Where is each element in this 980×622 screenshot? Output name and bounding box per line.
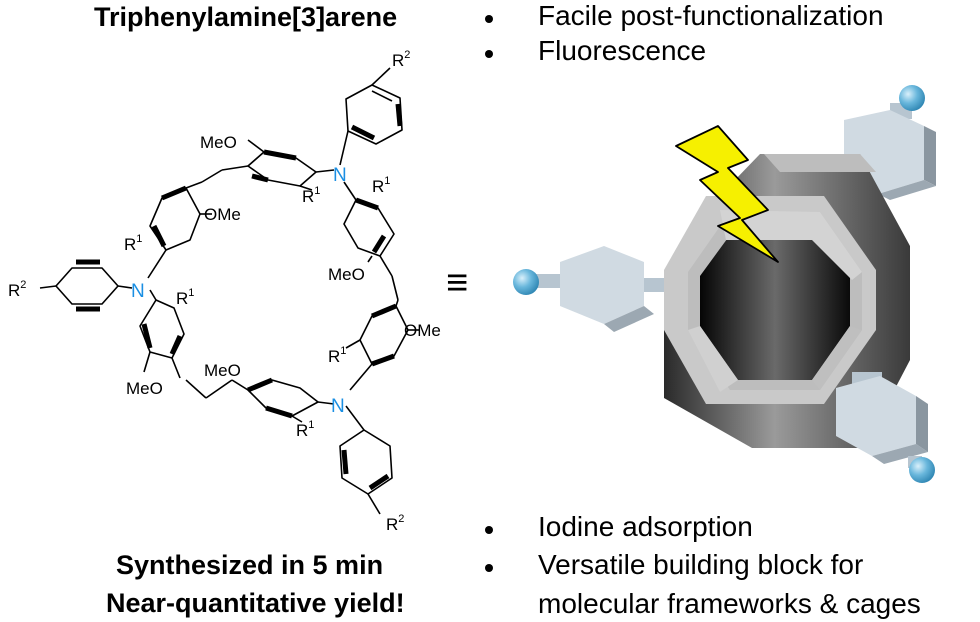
- bullet-dot: [485, 50, 493, 58]
- arene-ring-top: [201, 139, 335, 191]
- r1-labels: R1 R1 R1 R1 R1 R1: [124, 175, 390, 440]
- svg-text:R1: R1: [328, 345, 346, 366]
- svg-text:R2: R2: [392, 49, 410, 70]
- svg-text:R1: R1: [124, 233, 142, 254]
- molecule-structure: N N N MeO OMe MeO OMe MeO MeO R1 R1 R1 R…: [8, 49, 441, 530]
- arene-ring-upper-right: [343, 181, 399, 301]
- methoxy-label: MeO: [200, 133, 237, 152]
- arene-ring-bottom: [185, 377, 335, 423]
- phenyl-ring-left: [39, 259, 133, 312]
- substituent-bottom-right: [836, 372, 935, 483]
- methoxy-label: MeO: [328, 265, 365, 284]
- methoxy-label: MeO: [126, 379, 163, 398]
- sphere-icon: [909, 457, 935, 483]
- bullet-facile: Facile post-functionalization: [538, 0, 884, 31]
- methoxy-label-right: OMe: [204, 205, 241, 224]
- compound-title: Triphenylamine[3]arene: [94, 2, 398, 32]
- bullet-building-block-cont: molecular frameworks & cages: [538, 588, 921, 619]
- bullet-dot: [485, 564, 493, 572]
- nitrogen-atom-left: N: [131, 281, 145, 302]
- arene-ring-upper-left: [147, 181, 212, 279]
- svg-text:R1: R1: [302, 185, 320, 206]
- substituent-left: [513, 246, 672, 332]
- svg-text:R2: R2: [8, 279, 26, 300]
- sphere-icon: [899, 85, 925, 111]
- r2-labels: R2 R2 R2: [8, 49, 410, 530]
- equivalence-sign: ≡: [446, 262, 469, 304]
- methoxy-label: MeO: [204, 361, 241, 380]
- bullet-dot: [485, 526, 493, 534]
- macrocycle-cartoon: [513, 85, 936, 483]
- lightning-bolt-icon: [675, 125, 779, 263]
- arene-ring-lower-right: [345, 299, 420, 391]
- nitrogen-atom-top: N: [333, 165, 347, 186]
- svg-text:R1: R1: [176, 287, 194, 308]
- phenyl-ring-bottom: [339, 405, 393, 515]
- phenyl-ring-top: [339, 67, 403, 166]
- bullet-building-block: Versatile building block for: [538, 549, 864, 580]
- footer-synthesized: Synthesized in 5 min: [116, 550, 384, 580]
- arene-ring-lower-left: [139, 289, 185, 379]
- bullet-iodine: Iodine adsorption: [538, 511, 753, 542]
- bullet-dot: [485, 15, 493, 23]
- svg-text:R1: R1: [372, 175, 390, 196]
- sphere-icon: [513, 269, 539, 295]
- hexagon-ring: [664, 154, 910, 448]
- nitrogen-atom-bottom: N: [331, 396, 345, 417]
- svg-text:R1: R1: [296, 419, 314, 440]
- footer-yield: Near-quantitative yield!: [106, 588, 405, 618]
- bullet-fluorescence: Fluorescence: [538, 35, 707, 66]
- svg-text:R2: R2: [386, 513, 404, 530]
- methoxy-label-right: OMe: [404, 321, 441, 340]
